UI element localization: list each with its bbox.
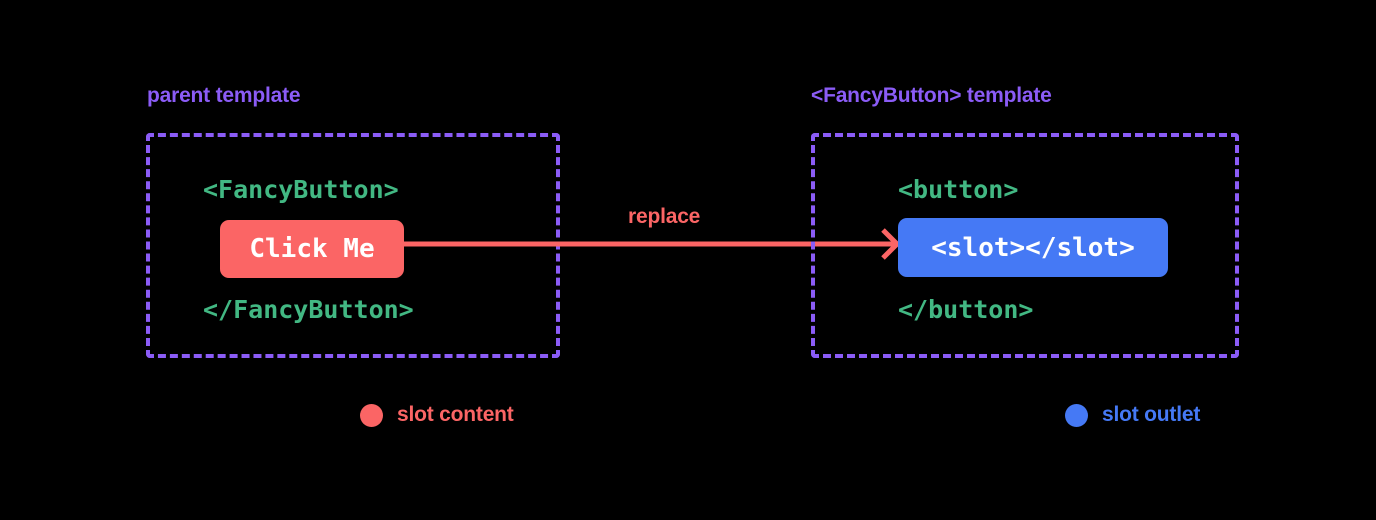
legend-item-slot-outlet: slot outlet bbox=[1065, 403, 1200, 427]
fancybutton-open-tag: <FancyButton> bbox=[203, 175, 399, 204]
fancybutton-template-heading: <FancyButton> template bbox=[811, 84, 1052, 107]
slot-content-chip: Click Me bbox=[220, 220, 404, 278]
parent-template-heading: parent template bbox=[147, 84, 301, 107]
slot-outlet-dot-icon bbox=[1065, 403, 1088, 427]
legend-label-slot-content: slot content bbox=[397, 403, 514, 426]
replace-label: replace bbox=[628, 205, 701, 228]
fancybutton-close-tag: </FancyButton> bbox=[203, 295, 414, 324]
button-close-tag: </button> bbox=[898, 295, 1034, 324]
button-open-tag: <button> bbox=[898, 175, 1019, 204]
legend-item-slot-content: slot content bbox=[360, 403, 514, 427]
slot-outlet-chip: <slot></slot> bbox=[898, 218, 1168, 277]
legend-label-slot-outlet: slot outlet bbox=[1102, 403, 1201, 426]
slot-content-dot-icon bbox=[360, 403, 383, 427]
fancybutton-template-box bbox=[811, 133, 1239, 358]
